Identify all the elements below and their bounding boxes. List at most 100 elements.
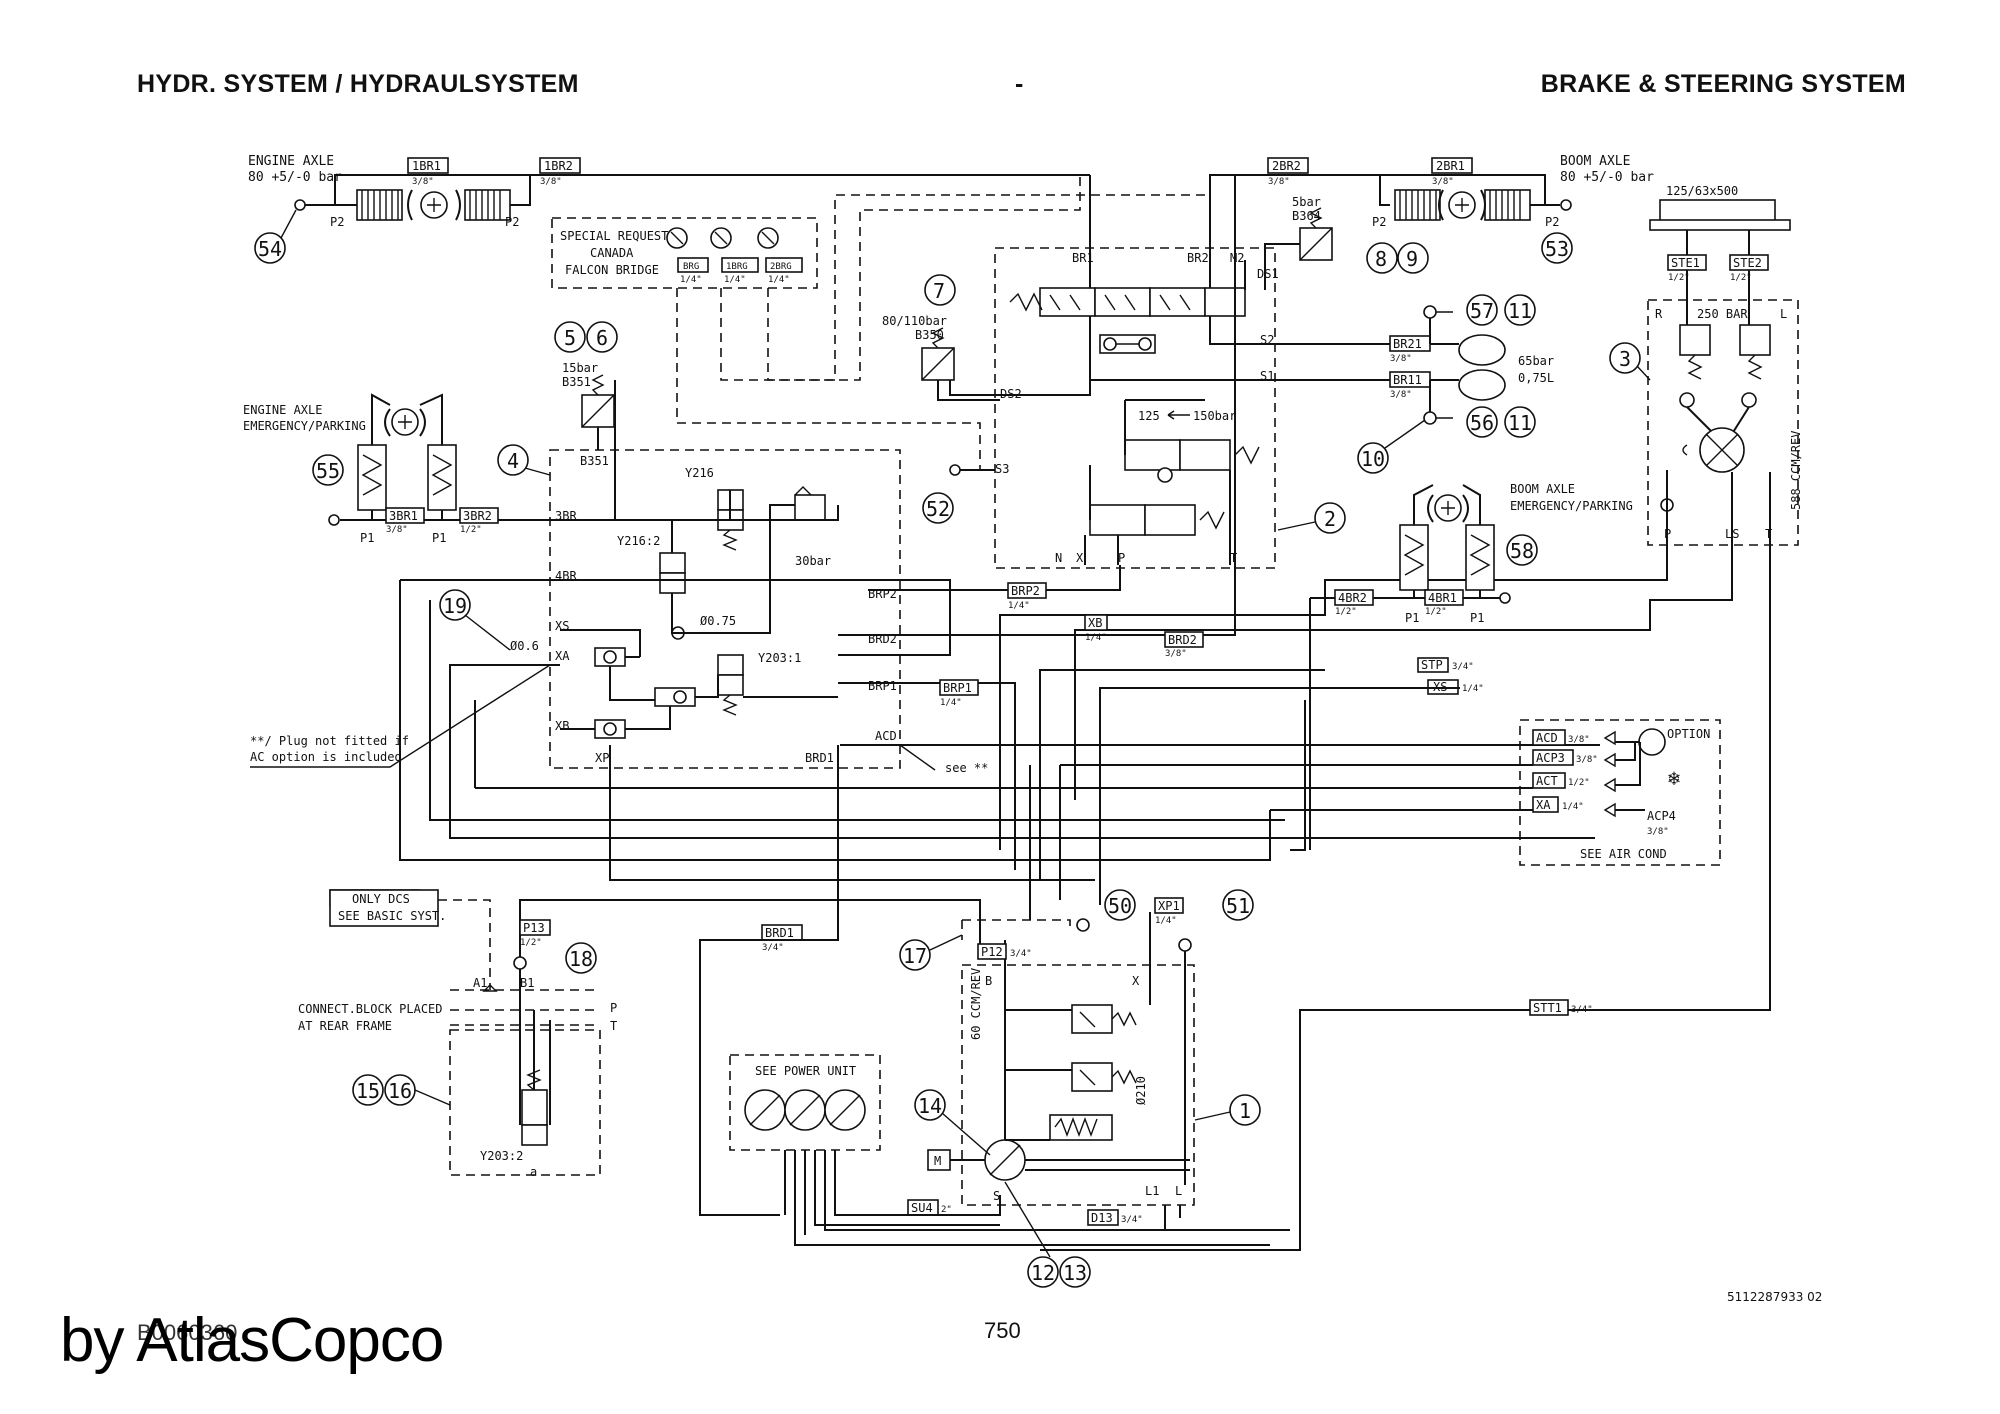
svg-text:1/2": 1/2" [460, 525, 482, 535]
callout-4-label: 4 [507, 449, 519, 473]
svg-text:3/8": 3/8" [386, 525, 408, 535]
svg-text:3/4": 3/4" [1121, 1215, 1143, 1225]
port-1brg: 1BRG [726, 262, 748, 272]
callout-54 [254, 232, 286, 264]
boom-emergency-parking-label: EMERGENCY/PARKING [1510, 499, 1633, 513]
callout-14 [914, 1089, 946, 1121]
port-brd1: BRD1 [805, 751, 834, 765]
callout-5 [554, 321, 586, 353]
port-p2-boom-left: P2 [1372, 215, 1386, 229]
callout-7-label: 7 [933, 279, 945, 303]
port-ds1: DS1 [1257, 267, 1279, 281]
engine-axle-pressure: 80 +5/-0 bar [248, 170, 342, 185]
callout-16-label: 15 [356, 1079, 380, 1103]
accumulator-pressure: 65bar [1518, 354, 1554, 368]
port-p1-boom-b: P1 [1470, 611, 1484, 625]
callout-15 [899, 939, 931, 971]
port-a1: A1 [473, 976, 487, 990]
port-b350: B350 [915, 328, 944, 342]
port-p1-engine-a: P1 [360, 531, 374, 545]
port-brg: BRG [683, 262, 699, 272]
port-p12: P12 [981, 945, 1003, 959]
svg-text:1/4": 1/4" [768, 275, 790, 285]
only-dcs-label: ONLY DCS [352, 892, 410, 906]
callout-58-label: 58 [1510, 539, 1534, 563]
svg-text:3/4": 3/4" [762, 943, 784, 953]
port-brd2-line: BRD2 [1168, 633, 1197, 647]
callout-52 [922, 492, 954, 524]
port-xp1: XP1 [1158, 899, 1180, 913]
connect-block-line2: AT REAR FRAME [298, 1019, 392, 1033]
port-acd: ACD [875, 729, 897, 743]
connect-block-line1: CONNECT.BLOCK PLACED [298, 1002, 443, 1016]
callout-17-label: 16 [388, 1079, 412, 1103]
callout-12 [1027, 1256, 1059, 1288]
callout-6-label: 6 [596, 326, 608, 350]
callout-19 [439, 589, 471, 621]
port-su4: SU4 [911, 1201, 933, 1215]
boom-axle-label: BOOM AXLE [1560, 154, 1630, 169]
drawing-number: B0060360 [137, 1320, 238, 1345]
callout-15-label: 17 [903, 944, 927, 968]
port-2brg: 2BRG [770, 262, 792, 272]
port-m2: M2 [1230, 251, 1244, 265]
air-cond-option-box: OPTION SEE AIR COND ❄ ACD 3/8" ACP3 3/8"… [475, 719, 1721, 920]
engine-axle-brake: ENGINE AXLE 80 +5/-0 bar 1BR1 3/8" 1BR2 … [248, 154, 1090, 229]
callout-58 [1506, 534, 1538, 566]
engine-emergency-parking-label: EMERGENCY/PARKING [243, 419, 366, 433]
port-br11: BR11 [1393, 373, 1422, 387]
port-d13: D13 [1091, 1211, 1113, 1225]
port-l-pump: L [1175, 1184, 1182, 1198]
svg-text:3/4": 3/4" [1571, 1005, 1593, 1015]
boom-axle-parking: BOOM AXLE EMERGENCY/PARKING 4BR2 1/2" 4B… [1309, 482, 1633, 850]
plug-note-line2: AC option is included [250, 750, 402, 764]
callout-57 [312, 454, 344, 486]
port-s-pump: S [993, 1189, 1000, 1203]
callout-55-label: 56 [1470, 411, 1494, 435]
document-number: 5112287933 02 [1727, 1290, 1823, 1304]
orifice-210: Ø210 [1134, 1076, 1148, 1105]
port-br2: BR2 [1187, 251, 1209, 265]
pressure-80-110bar: 80/110bar [882, 314, 947, 328]
callout-8-label: 8 [1375, 247, 1387, 271]
pressure-switch-b351: 15bar B351 [562, 361, 615, 450]
callout-2-label: 2 [1324, 507, 1336, 531]
port-brp2-line: BRP2 [1011, 584, 1040, 598]
callout-51-label: 51 [1226, 894, 1250, 918]
port-3br1: 3BR1 [389, 509, 418, 523]
svg-text:3/8": 3/8" [1576, 755, 1598, 765]
callout-7 [924, 274, 956, 306]
callout-53 [1541, 232, 1573, 264]
valve-y216: Y216 [685, 466, 714, 480]
svg-text:2": 2" [941, 1205, 952, 1215]
callout-53-label: 53 [1545, 237, 1569, 261]
orifice-0-75: Ø0.75 [700, 614, 736, 628]
port-p2-left: P2 [330, 215, 344, 229]
port-r: R [1655, 307, 1663, 321]
falcon-bridge-label: FALCON BRIDGE [565, 263, 659, 277]
callout-4 [497, 444, 529, 476]
only-dcs-box: ONLY DCS SEE BASIC SYST. [329, 889, 491, 990]
svg-text:3/8": 3/8" [1165, 649, 1187, 659]
port-4br2: 4BR2 [1338, 591, 1367, 605]
svg-text:3/8": 3/8" [1390, 390, 1412, 400]
port-t: T [1230, 551, 1237, 565]
power-unit: SEE POWER UNIT SU4 2" [729, 1054, 1290, 1246]
callout-18 [565, 942, 597, 974]
see-power-unit-label: SEE POWER UNIT [755, 1064, 856, 1078]
port-xa: XA [555, 649, 570, 663]
port-t-steer: T [1765, 527, 1772, 541]
pressure-30bar: 30bar [795, 554, 831, 568]
engine-axle-parking: ENGINE AXLE EMERGENCY/PARKING 3BR1 3/8" … [243, 393, 560, 545]
cylinder-size: 125/63x500 [1666, 184, 1738, 198]
size-2br2: 3/8" [1268, 177, 1290, 187]
header-right-title: BRAKE & STEERING SYSTEM [1540, 70, 1906, 98]
port-1br2: 1BR2 [544, 159, 573, 173]
pressure-150bar: 150bar [1193, 409, 1236, 423]
svg-text:1/4": 1/4" [1008, 601, 1030, 611]
callout-14-label: 14 [918, 1094, 942, 1118]
port-br1: BR1 [1072, 251, 1094, 265]
valve-y203-2: Y203:2 [480, 1149, 523, 1163]
port-p13: P13 [523, 921, 545, 935]
callout-50-label: 50 [1108, 894, 1132, 918]
